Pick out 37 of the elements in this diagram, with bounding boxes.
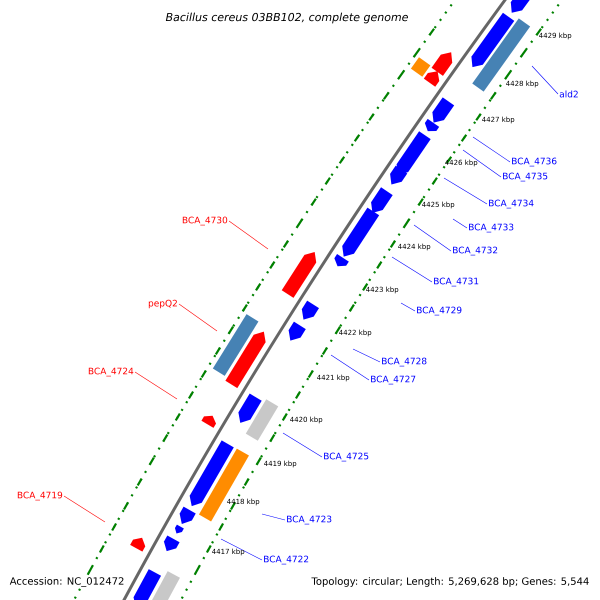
info-text: Accession: NC_012472 bbox=[8, 576, 126, 588]
gene-label: BCA_4722 bbox=[264, 556, 308, 564]
leader-line bbox=[414, 224, 452, 252]
gene-label: BCA_4719 bbox=[18, 492, 62, 500]
leader-line bbox=[444, 178, 488, 204]
leader-line bbox=[532, 66, 558, 94]
gene-label: BCA_4732 bbox=[453, 246, 498, 256]
leader-line bbox=[282, 432, 322, 458]
leader-line bbox=[330, 354, 370, 380]
leader-line bbox=[452, 218, 468, 228]
leader-line bbox=[400, 302, 416, 312]
gene-label: BCA_4728 bbox=[382, 358, 426, 366]
gene-label: BCA_4733 bbox=[469, 224, 514, 232]
gene-label: BCA_4730 bbox=[182, 216, 228, 226]
gene-label: BCA_4723 bbox=[287, 516, 332, 524]
gene-label: BCA_4725 bbox=[324, 452, 368, 462]
leader-line bbox=[134, 372, 178, 400]
info-text: Topology: circular; Length: 5,269,628 bp; Genes: 5,544 bbox=[310, 576, 591, 588]
leader-line bbox=[472, 136, 510, 162]
leader-line bbox=[64, 496, 106, 522]
gene-label: BCA_4736 bbox=[512, 158, 556, 166]
title: Bacillus cereus 03BB102, complete genome bbox=[164, 12, 410, 24]
leader-line bbox=[352, 348, 380, 362]
gene-label: BCA_4734 bbox=[489, 200, 534, 208]
gene-label: BCA_4727 bbox=[371, 376, 416, 384]
gene-label: ald2 bbox=[560, 90, 578, 98]
gene-label: BCA_4731 bbox=[434, 278, 478, 286]
leader-line bbox=[262, 514, 286, 520]
leader-line bbox=[392, 256, 432, 282]
gene-label: BCA_4724 bbox=[88, 368, 134, 376]
gene-label: BCA_4735 bbox=[503, 172, 548, 182]
leader-line bbox=[228, 220, 268, 250]
leader-line bbox=[462, 150, 502, 178]
leader-line bbox=[178, 304, 218, 332]
leader-line bbox=[220, 538, 262, 560]
gene-label: pepQ2 bbox=[148, 300, 177, 308]
gene-label: BCA_4729 bbox=[417, 306, 462, 316]
